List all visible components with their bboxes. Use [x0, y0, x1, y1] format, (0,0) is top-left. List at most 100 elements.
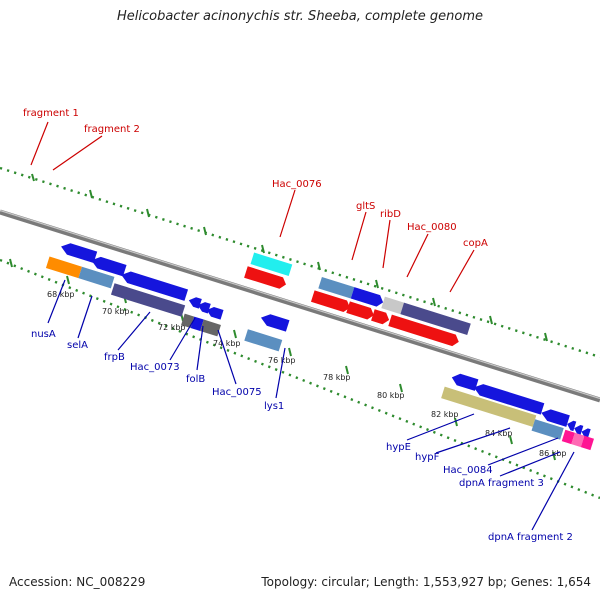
- reverse-label-leader: [487, 437, 559, 466]
- outer-ring-tick: [203, 226, 207, 236]
- feature-block: [580, 435, 594, 451]
- reverse-label-leader: [499, 451, 561, 477]
- reverse-label-leader: [435, 427, 511, 454]
- inner-ring-tick: [399, 383, 403, 393]
- tick-label: 76 kbp: [268, 356, 296, 365]
- inner-ring-tick: [288, 347, 292, 357]
- outer-ring-tick: [317, 261, 321, 271]
- feature-block: [400, 302, 471, 336]
- tick-label: 74 kbp: [213, 339, 241, 348]
- forward-label-leader: [449, 249, 475, 293]
- feature-block: [441, 386, 537, 427]
- reverse-label-leader: [169, 317, 196, 361]
- outer-dotted-ring: [0, 166, 600, 359]
- label-hac-0075: Hac_0075: [212, 387, 262, 398]
- feature-track: [45, 243, 594, 451]
- inner-ring-tick: [552, 451, 556, 461]
- label-copa: copA: [463, 238, 488, 249]
- reverse-label-leader: [531, 451, 575, 531]
- gene-arrow: [244, 266, 286, 289]
- gene-arrow: [310, 290, 350, 312]
- inner-ring-tick: [509, 435, 513, 445]
- inner-ring-tick: [345, 365, 349, 375]
- feature-block: [318, 276, 355, 299]
- feature-block: [561, 429, 575, 445]
- label-hype: hypE: [386, 442, 411, 453]
- outer-ring-tick: [89, 189, 93, 199]
- forward-label-leader: [52, 135, 103, 171]
- inner-dotted-ring: [0, 258, 600, 500]
- reverse-label-leader: [406, 413, 475, 441]
- tick-label: 86 kbp: [539, 449, 567, 458]
- label-fragment-1: fragment 1: [23, 108, 79, 119]
- feature-block: [78, 266, 115, 289]
- outer-ring-tick: [146, 208, 150, 218]
- feature-block: [244, 329, 283, 352]
- outer-ring-tick: [375, 279, 379, 289]
- gene-arrow: [473, 384, 545, 415]
- gene-arrow: [206, 307, 224, 320]
- label-fragment-2: fragment 2: [84, 124, 140, 135]
- gene-arrow: [581, 428, 591, 439]
- outer-ring-tick: [261, 244, 265, 254]
- inner-ring-tick: [9, 258, 13, 268]
- gene-arrow: [121, 271, 189, 301]
- tick-label: 68 kbp: [47, 290, 75, 299]
- genome-summary-text: Topology: circular; Length: 1,553,927 bp…: [261, 575, 591, 589]
- label-glts: gltS: [356, 201, 375, 212]
- outer-ring-tick: [432, 297, 436, 307]
- gene-arrow: [574, 425, 584, 436]
- forward-label-leader: [351, 211, 367, 261]
- label-hac-0076: Hac_0076: [272, 179, 322, 190]
- gene-arrow: [541, 409, 570, 427]
- gene-arrow: [388, 314, 459, 347]
- feature-block: [381, 296, 404, 315]
- gene-arrow: [61, 243, 98, 264]
- label-hac-0073: Hac_0073: [130, 362, 180, 373]
- outer-ring-tick: [544, 332, 548, 342]
- tick-label: 82 kbp: [431, 410, 459, 419]
- tick-label: 72 kbp: [158, 323, 186, 332]
- label-ribd: ribD: [380, 209, 401, 220]
- feature-block: [250, 252, 293, 276]
- label-dpna-fragment-3: dpnA fragment 3: [459, 478, 544, 489]
- gene-arrow: [371, 309, 390, 325]
- forward-label-leader: [279, 189, 296, 238]
- reverse-label-leader: [77, 295, 93, 339]
- forward-label-leader: [406, 233, 429, 278]
- outer-ring-tick: [31, 173, 35, 182]
- tick-label: 84 kbp: [485, 429, 513, 438]
- feature-block: [45, 256, 82, 279]
- outer-ring-tick: [489, 315, 493, 325]
- gene-arrow: [346, 301, 374, 320]
- genome-backbone: [0, 209, 600, 403]
- feature-block: [571, 432, 585, 448]
- reverse-label-leader: [47, 279, 66, 324]
- inner-ring-tick: [233, 329, 237, 339]
- reverse-label-leader: [217, 329, 237, 385]
- inner-ring-tick: [66, 275, 70, 285]
- label-lys1: lys1: [264, 401, 284, 412]
- inner-ring-tick: [454, 417, 458, 427]
- genome-backbone-highlight: [0, 209, 600, 400]
- reverse-label-leader: [275, 347, 286, 399]
- forward-label-leader: [382, 219, 391, 269]
- gene-arrow: [260, 314, 290, 332]
- gene-arrow: [350, 287, 384, 307]
- tick-label: 78 kbp: [323, 373, 351, 382]
- label-frpb: frpB: [104, 352, 125, 363]
- gene-arrow: [451, 373, 479, 391]
- map-title: Helicobacter acinonychis str. Sheeba, co…: [116, 9, 483, 24]
- label-hypf: hypF: [415, 452, 440, 463]
- feature-block: [110, 283, 186, 317]
- reverse-label-leader: [196, 325, 204, 371]
- feature-block: [200, 319, 221, 337]
- forward-label-leader: [30, 121, 49, 166]
- label-nusa: nusA: [31, 329, 56, 340]
- gene-arrow: [91, 256, 127, 277]
- label-hac-0080: Hac_0080: [407, 222, 457, 233]
- accession-text: Accession: NC_008229: [9, 575, 146, 589]
- gene-arrow: [567, 420, 577, 432]
- tick-label: 80 kbp: [377, 391, 405, 400]
